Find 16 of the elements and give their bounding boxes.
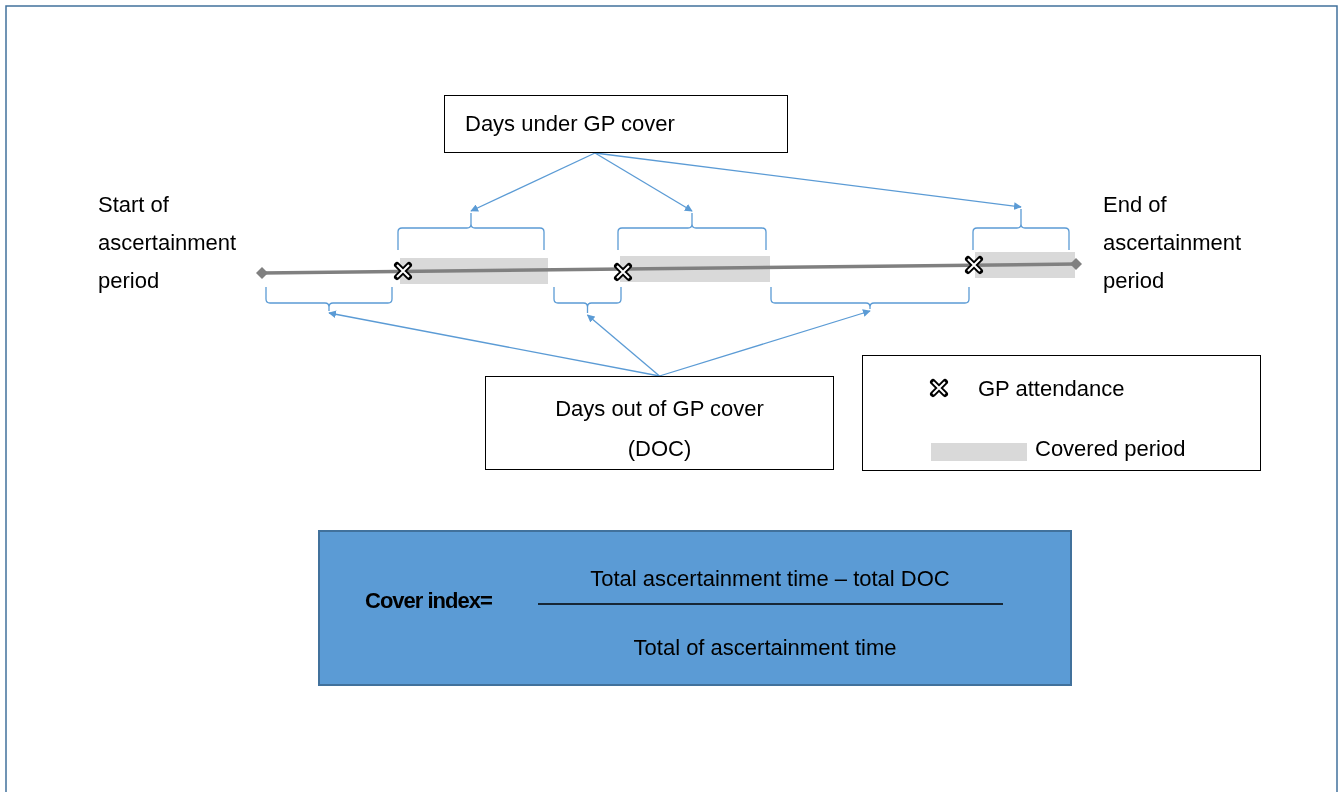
arrow [470,152,596,212]
text-box [485,376,834,470]
arrow [658,309,871,377]
box-label: Days under GP cover [464,110,676,138]
text-box [444,95,788,153]
formula-panel [318,530,1072,686]
legend-label: Covered period [1035,435,1186,463]
arrow [586,314,661,377]
formula-label: Cover index= [365,587,493,615]
formula-text: Total of ascertainment time [632,634,898,662]
formula-text: Total ascertainment time – total DOC [589,565,951,593]
period-label: Start of ascertainment period [98,191,238,295]
period-label: End of ascertainment period [1103,191,1243,295]
arrow [594,152,693,212]
legend-label: GP attendance [978,375,1125,403]
box-label: Days out of GP cover (DOC) [554,395,765,463]
